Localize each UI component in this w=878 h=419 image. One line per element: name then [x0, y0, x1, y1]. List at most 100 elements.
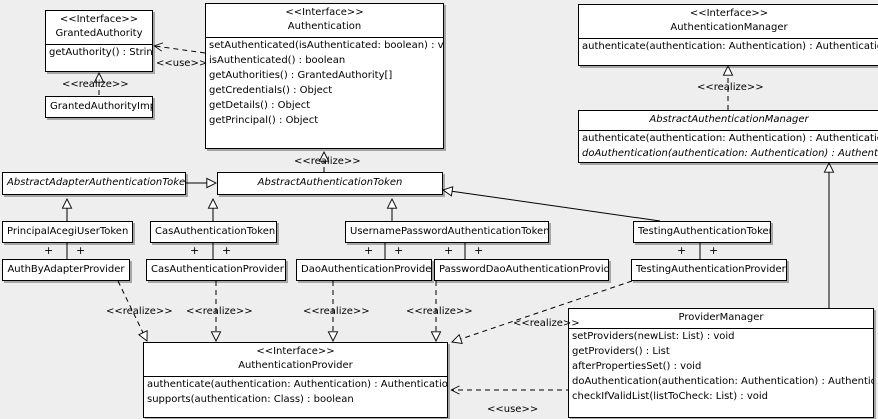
class-name: AbstractAuthenticationToken	[257, 177, 403, 188]
class-abstract-authentication-manager[interactable]: AbstractAuthenticationManager authentica…	[578, 110, 878, 163]
operation: getProviders() : List	[572, 346, 670, 357]
compartment-separator	[579, 130, 878, 131]
class-authentication-manager[interactable]: <<Interface>> AuthenticationManager auth…	[578, 4, 878, 66]
class-name: GrantedAuthorityImpl	[50, 101, 153, 112]
operation: getAuthority() : String	[49, 47, 153, 58]
class-name: AbstractAdapterAuthenticationToken	[7, 177, 186, 188]
class-header: <<Interface>> GrantedAuthority	[46, 11, 152, 44]
class-name: AuthenticationManager	[670, 22, 788, 33]
operation: isAuthenticated() : boolean	[209, 55, 346, 66]
operation: getPrincipal() : Object	[209, 115, 319, 126]
class-stereotype: <<Interface>>	[59, 14, 139, 25]
class-header: CasAuthenticationToken	[151, 222, 276, 242]
edge-label-realize-authbyadapterprovider: <<realize>>	[106, 306, 173, 317]
class-authentication[interactable]: <<Interface>> Authentication setAuthenti…	[205, 3, 444, 149]
compartment-separator	[569, 328, 873, 329]
association-plus-marker: +	[677, 244, 687, 257]
class-abstract-authentication-token[interactable]: AbstractAuthenticationToken	[217, 172, 443, 195]
association-plus-marker: +	[364, 244, 374, 257]
edge-label-realize-daoprovider: <<realize>>	[303, 306, 370, 317]
class-name: AuthByAdapterProvider	[7, 264, 125, 275]
class-header: UsernamePasswordAuthenticationToken	[346, 222, 549, 242]
association-plus-marker: +	[76, 244, 86, 257]
class-auth-by-adapter-provider[interactable]: AuthByAdapterProvider	[2, 259, 130, 281]
operations-compartment: setAuthenticated(isAuthenticated: boolea…	[206, 38, 443, 128]
operation: setProviders(newList: List) : void	[572, 331, 735, 342]
class-abstract-adapter-authentication-token[interactable]: AbstractAdapterAuthenticationToken	[2, 172, 186, 195]
class-stereotype: <<Interface>>	[285, 7, 364, 18]
edge-label-realize-abstractauthenticationtoken: <<realize>>	[294, 156, 361, 167]
class-testing-authentication-provider[interactable]: TestingAuthenticationProvider	[631, 259, 787, 281]
edge-label-realize-passworddaoprovider: <<realize>>	[406, 306, 473, 317]
operations-compartment: authenticate(authentication: Authenticat…	[579, 131, 878, 161]
operations-compartment: authenticate(authentication: Authenticat…	[579, 39, 878, 54]
edge-generalization-testingtoken-abstracttoken	[443, 190, 661, 222]
class-authentication-provider[interactable]: <<Interface>> AuthenticationProvider aut…	[143, 342, 448, 418]
class-name: TestingAuthenticationToken	[638, 226, 771, 237]
class-header: TestingAuthenticationToken	[634, 222, 771, 242]
compartment-separator	[144, 376, 447, 377]
class-header: <<Interface>> AuthenticationManager	[579, 5, 878, 38]
operations-compartment: getAuthority() : String	[46, 45, 152, 60]
class-header: TestingAuthenticationProvider	[632, 260, 786, 280]
class-name: Authentication	[287, 21, 362, 32]
compartment-separator	[579, 38, 878, 39]
edge-use-authentication-grantedauthority	[155, 46, 206, 54]
association-plus-marker: +	[44, 244, 54, 257]
class-dao-authentication-provider[interactable]: DaoAuthenticationProvider	[296, 259, 432, 281]
class-name: AuthenticationProvider	[238, 360, 353, 371]
class-username-password-authentication-token[interactable]: UsernamePasswordAuthenticationToken	[345, 221, 549, 243]
edge-label-realize-grantedauthorityimpl: <<realize>>	[62, 79, 129, 90]
class-provider-manager[interactable]: ProviderManager setProviders(newList: Li…	[568, 308, 874, 418]
operation: authenticate(authentication: Authenticat…	[147, 379, 448, 390]
class-name: TestingAuthenticationProvider	[636, 264, 786, 275]
class-testing-authentication-token[interactable]: TestingAuthenticationToken	[633, 221, 771, 243]
class-name: PasswordDaoAuthenticationProvider	[439, 264, 609, 275]
operation: doAuthentication(authentication: Authent…	[572, 376, 874, 387]
operations-compartment: authenticate(authentication: Authenticat…	[144, 377, 447, 407]
operation: doAuthentication(authentication: Authent…	[582, 148, 878, 159]
class-cas-authentication-token[interactable]: CasAuthenticationToken	[150, 221, 277, 243]
class-name: CasAuthenticationProvider	[151, 264, 284, 275]
class-header: CasAuthenticationProvider	[147, 260, 285, 280]
class-header: AbstractAuthenticationToken	[218, 173, 442, 194]
edge-label-use-providermanager: <<use>>	[487, 404, 539, 415]
association-plus-marker: +	[190, 244, 200, 257]
edge-label-realize-testingprovider: <<realize>>	[513, 318, 580, 329]
class-name: PrincipalAcegiUserToken	[7, 226, 129, 237]
association-plus-marker: +	[444, 244, 454, 257]
operation: afterPropertiesSet() : void	[572, 361, 702, 372]
class-header: AbstractAuthenticationManager	[579, 111, 878, 130]
operations-compartment: setProviders(newList: List) : void getPr…	[569, 329, 873, 404]
class-password-dao-authentication-provider[interactable]: PasswordDaoAuthenticationProvider	[434, 259, 609, 281]
class-granted-authority[interactable]: <<Interface>> GrantedAuthority getAuthor…	[45, 10, 153, 72]
association-plus-marker: +	[709, 244, 719, 257]
class-name: CasAuthenticationToken	[155, 226, 276, 237]
compartment-separator	[206, 37, 443, 38]
class-header: GrantedAuthorityImpl	[46, 97, 153, 117]
class-granted-authority-impl[interactable]: GrantedAuthorityImpl	[45, 96, 153, 118]
operation: setAuthenticated(isAuthenticated: boolea…	[209, 40, 444, 51]
class-name: ProviderManager	[678, 312, 764, 323]
operation: checkIfValidList(listToCheck: List) : vo…	[572, 391, 769, 402]
compartment-separator	[46, 44, 152, 45]
class-header: <<Interface>> AuthenticationProvider	[144, 343, 447, 376]
class-header: DaoAuthenticationProvider	[297, 260, 432, 280]
operation: getAuthorities() : GrantedAuthority[]	[209, 70, 393, 81]
edge-label-use-authentication-grantedauthority: <<use>>	[156, 58, 208, 69]
class-cas-authentication-provider[interactable]: CasAuthenticationProvider	[146, 259, 286, 281]
class-header: PrincipalAcegiUserToken	[3, 222, 132, 242]
class-header: AuthByAdapterProvider	[3, 260, 129, 280]
edge-label-realize-abstractauthenticationmanager: <<realize>>	[697, 82, 764, 93]
association-plus-marker: +	[222, 244, 232, 257]
class-header: PasswordDaoAuthenticationProvider	[435, 260, 609, 280]
class-header: AbstractAdapterAuthenticationToken	[3, 173, 185, 194]
operation: supports(authentication: Class) : boolea…	[147, 394, 354, 405]
class-name: DaoAuthenticationProvider	[301, 264, 432, 275]
operation: getDetails() : Object	[209, 100, 311, 111]
class-principal-acegi-user-token[interactable]: PrincipalAcegiUserToken	[2, 221, 133, 243]
edge-label-realize-casprovider: <<realize>>	[186, 306, 253, 317]
class-name: UsernamePasswordAuthenticationToken	[350, 226, 549, 237]
association-plus-marker: +	[394, 244, 404, 257]
